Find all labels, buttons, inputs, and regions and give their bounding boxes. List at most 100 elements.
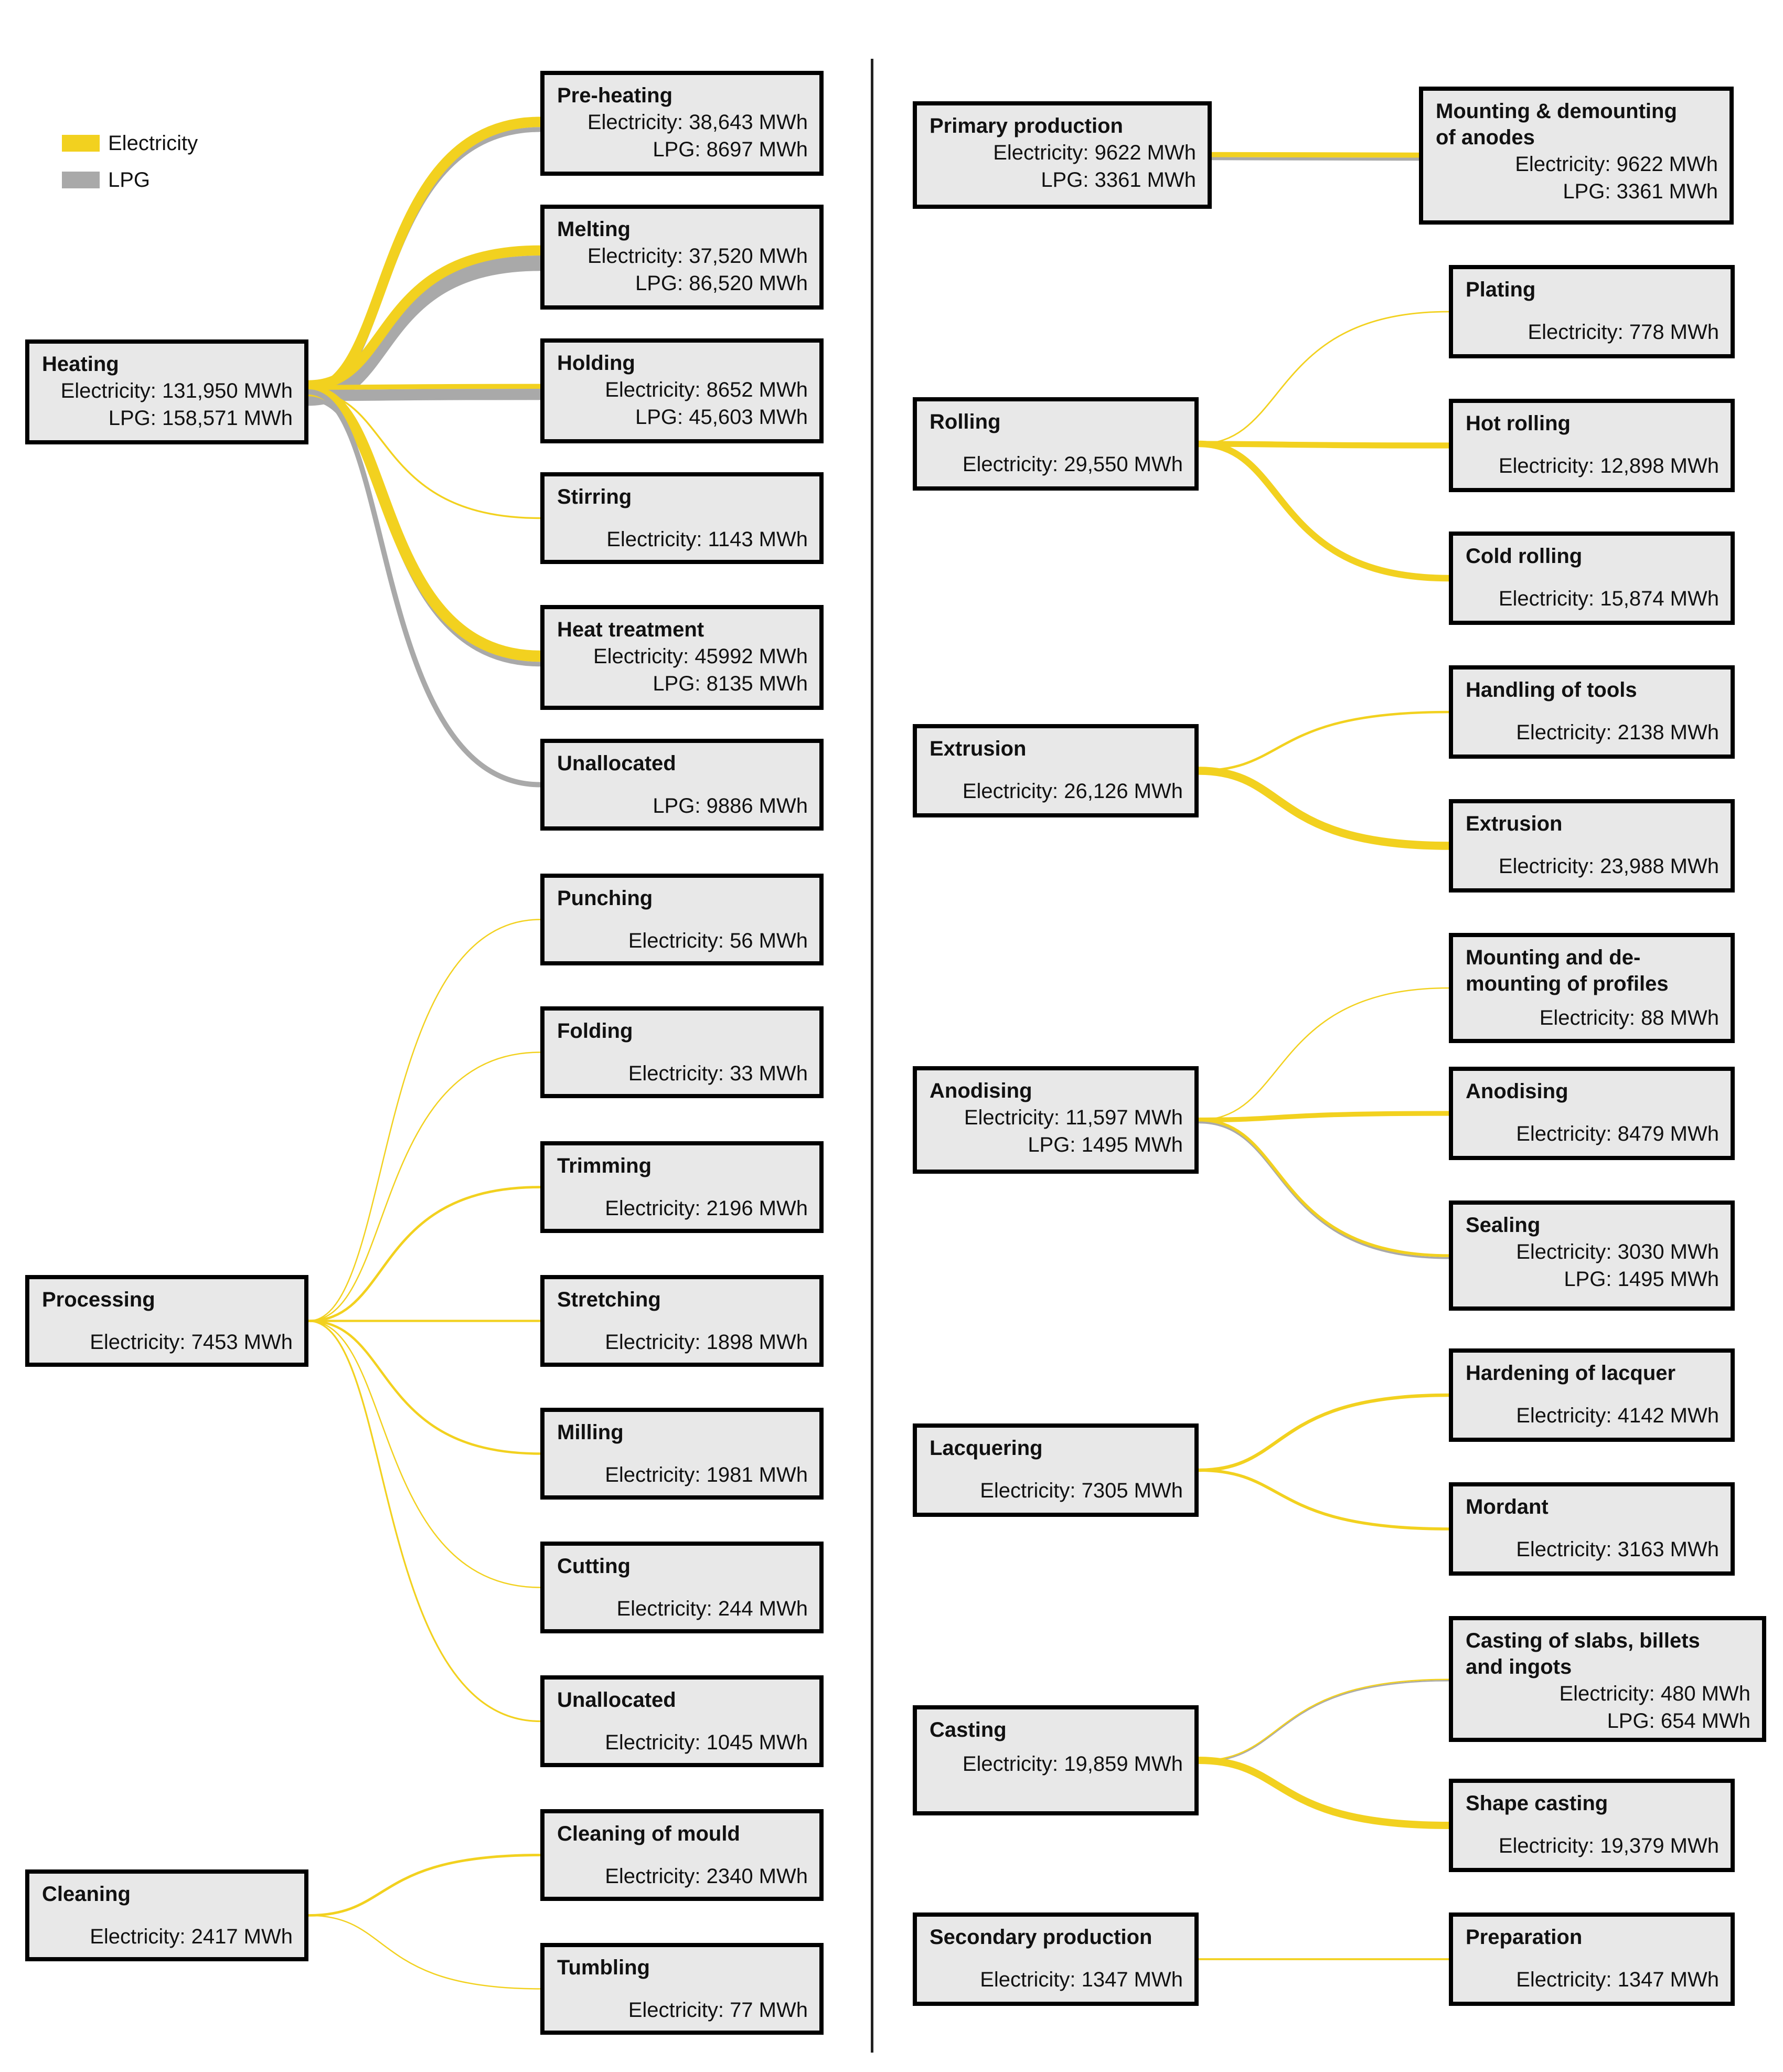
node-values: Electricity: 1347 MWh (930, 1966, 1183, 1993)
node-title: Sealing (1466, 1214, 1541, 1237)
node-title: Casting (930, 1718, 1007, 1741)
node-values: Electricity: 88 MWh (1466, 1004, 1719, 1032)
node-title: Milling (557, 1421, 624, 1444)
node-value-line: Electricity: 88 MWh (1539, 1006, 1719, 1029)
flow-electricity-heating-melting (308, 245, 541, 390)
node-value-line: Electricity: 8479 MWh (1516, 1122, 1719, 1145)
node-value-line: Electricity: 778 MWh (1528, 321, 1719, 344)
flow-electricity-casting-shape (1198, 1757, 1449, 1829)
legend: Electricity LPG (62, 125, 198, 198)
node-value-line: Electricity: 19,859 MWh (962, 1752, 1183, 1776)
node-value-line: Electricity: 15,874 MWh (1498, 587, 1719, 610)
node-value-line: Electricity: 1045 MWh (605, 1731, 808, 1754)
flow-electricity-heating-heattreat (308, 385, 541, 662)
flow-electricity-anodising_p-sealing (1198, 1118, 1449, 1257)
node-title: Secondary production (930, 1926, 1152, 1949)
flow-electricity-rolling-plating (1198, 311, 1449, 445)
node-value-line: Electricity: 2417 MWh (90, 1925, 293, 1948)
node-value-line: Electricity: 38,643 MWh (587, 111, 808, 134)
node-title: Mounting & demounting of anodes (1436, 100, 1677, 149)
node-title: Processing (42, 1288, 155, 1311)
node-title: Punching (557, 887, 653, 910)
node-title: Preparation (1466, 1926, 1583, 1949)
legend-swatch-lpg (62, 172, 100, 188)
node-title: Casting of slabs, billets and ingots (1466, 1629, 1700, 1678)
node-title: Lacquering (930, 1437, 1043, 1460)
node-values: Electricity: 26,126 MWh (930, 778, 1183, 805)
flow-lpg-heating-holding (308, 388, 541, 401)
node-value-line: Electricity: 2196 MWh (605, 1197, 808, 1220)
node-value-line: LPG: 9886 MWh (653, 794, 808, 817)
flow-electricity-heating-holding (308, 384, 541, 390)
node-value-line: Electricity: 9622 MWh (993, 141, 1196, 164)
node-title: Cold rolling (1466, 545, 1583, 568)
node-title: Extrusion (1466, 812, 1563, 835)
flow-electricity-cleaning-tumbling (308, 1915, 541, 1990)
flow-electricity-processing-punching (308, 919, 541, 1322)
node-values: Electricity: 77 MWh (557, 1996, 808, 2024)
node-title: Pre-heating (557, 84, 673, 107)
flow-lpg-casting-slabs (1198, 1680, 1449, 1763)
node-values: Electricity: 1143 MWh (557, 526, 808, 553)
node-title: Mordant (1466, 1495, 1549, 1518)
flow-lpg-heating-unalloc_h (308, 389, 541, 788)
node-value-line: Electricity: 8652 MWh (605, 378, 808, 401)
legend-swatch-electricity (62, 135, 100, 152)
node-value-line: Electricity: 12,898 MWh (1498, 454, 1719, 477)
flow-electricity-rolling-coldrolling (1198, 440, 1449, 582)
node-value-line: Electricity: 2340 MWh (605, 1865, 808, 1888)
flow-electricity-processing-cutting (308, 1320, 541, 1588)
node-value-line: Electricity: 131,950 MWh (60, 379, 293, 402)
node-title: Trimming (557, 1154, 652, 1177)
flow-electricity-extrusion_p-extrusion_c (1198, 767, 1449, 850)
node-value-line: Electricity: 19,379 MWh (1498, 1834, 1719, 1857)
node-value-line: Electricity: 1981 MWh (605, 1463, 808, 1486)
node-values: Electricity: 1045 MWh (557, 1729, 808, 1756)
node-value-line: LPG: 8135 MWh (653, 672, 808, 695)
node-value-line: Electricity: 3163 MWh (1516, 1538, 1719, 1561)
flow-electricity-cleaning-cleanmould (308, 1854, 541, 1917)
flow-electricity-rolling-hotrolling (1198, 441, 1449, 449)
node-title: Hardening of lacquer (1466, 1362, 1676, 1385)
node-value-line: Electricity: 1347 MWh (980, 1968, 1183, 1991)
node-title: Melting (557, 218, 631, 241)
legend-item-lpg: LPG (62, 162, 198, 198)
node-values: Electricity: 2138 MWh (1466, 719, 1719, 746)
legend-label-lpg: LPG (108, 168, 151, 192)
node-value-line: Electricity: 1898 MWh (605, 1331, 808, 1354)
node-title: Primary production (930, 114, 1123, 137)
node-title: Stirring (557, 485, 632, 508)
node-title: Extrusion (930, 737, 1027, 760)
node-values: LPG: 9886 MWh (557, 792, 808, 820)
node-values: Electricity: 33 MWh (557, 1060, 808, 1087)
node-values: Electricity: 12,898 MWh (1466, 452, 1719, 480)
flow-lpg-heating-heattreat (308, 396, 541, 667)
node-value-line: LPG: 158,571 MWh (108, 407, 293, 430)
node-value-line: Electricity: 1143 MWh (606, 528, 808, 551)
flow-electricity-lacquering-mordant (1198, 1469, 1449, 1531)
node-value-line: Electricity: 7453 MWh (90, 1331, 293, 1354)
node-value-line: Electricity: 11,597 MWh (964, 1106, 1183, 1129)
node-values: Electricity: 1347 MWh (1466, 1966, 1719, 1993)
node-value-line: Electricity: 26,126 MWh (962, 780, 1183, 803)
